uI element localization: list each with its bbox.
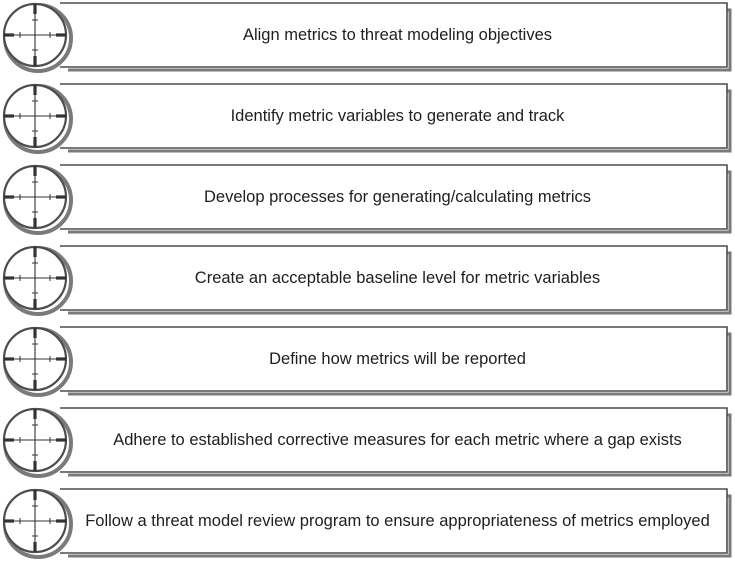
step-7: Follow a threat model review program to … [0, 486, 735, 562]
step-4: Create an acceptable baseline level for … [0, 243, 735, 319]
step-2: Identify metric variables to generate an… [0, 81, 735, 157]
step-label: Align metrics to threat modeling objecti… [242, 26, 553, 44]
step-1: Align metrics to threat modeling objecti… [0, 0, 735, 76]
step-3: Develop processes for generating/calcula… [0, 162, 735, 238]
step-6: Adhere to established corrective measure… [0, 405, 735, 481]
step-5: Define how metrics will be reported [0, 324, 735, 400]
step-label: Identify metric variables to generate an… [230, 107, 565, 125]
step-label: Develop processes for generating/calcula… [203, 188, 592, 206]
step-label: Create an acceptable baseline level for … [194, 269, 601, 287]
step-label: Adhere to established corrective measure… [113, 431, 682, 449]
step-label: Define how metrics will be reported [269, 350, 526, 368]
step-label: Follow a threat model review program to … [85, 512, 710, 530]
